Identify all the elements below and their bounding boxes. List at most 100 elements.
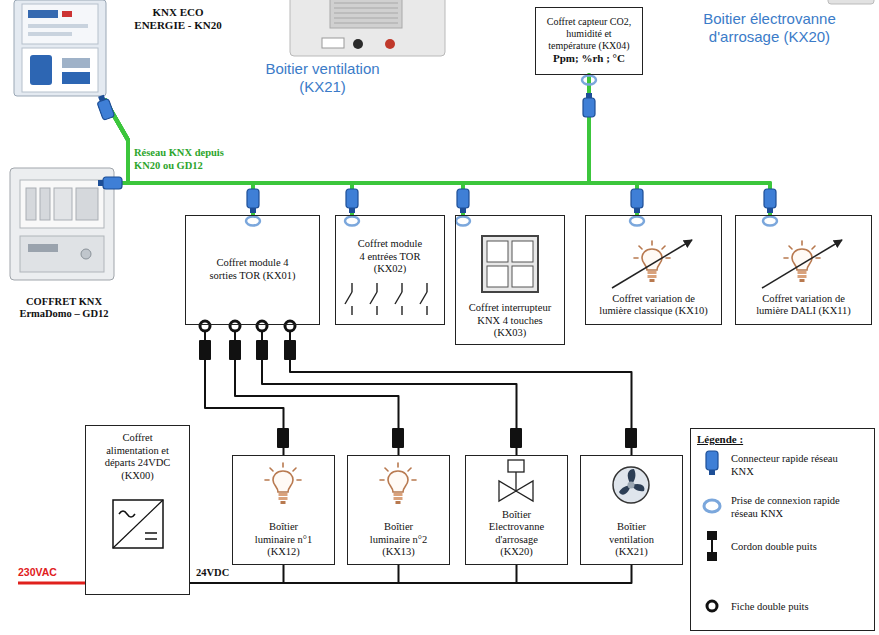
knx-bus-line <box>123 75 589 183</box>
push-button-icon <box>512 266 533 287</box>
push-button-icon <box>482 236 538 292</box>
output-plugs <box>257 321 267 331</box>
cord-connectors <box>510 428 522 448</box>
switch-symbols <box>370 292 377 304</box>
push-button-icon <box>512 241 533 262</box>
cord-connectors <box>229 340 241 360</box>
box-text: Coffret variation de lumière DALI (KX11) <box>748 293 860 318</box>
box-subtext: Ppm; %rh ; °C <box>553 52 625 65</box>
push-button-icon <box>487 241 508 262</box>
bus-connector-symbols <box>345 217 359 226</box>
knx-bus-line <box>105 100 637 215</box>
knx-bus-line <box>105 100 770 215</box>
dimmer-lamp-icon <box>784 241 820 282</box>
device-box: Boîtier luminaire n°2 (KX13) <box>347 455 450 565</box>
legend-symbols <box>711 540 713 552</box>
mains-wire <box>18 583 85 584</box>
ventilation-box-photo <box>334 13 398 14</box>
box-text: Coffret variation de lumière classique (… <box>598 293 710 318</box>
valve-symbol <box>508 460 524 472</box>
voltage-label: 230VAC <box>18 566 57 579</box>
kn20-device-photo <box>28 10 58 18</box>
knx-bus-line <box>123 183 463 215</box>
cord-connectors <box>256 340 268 360</box>
kn20-device-photo <box>14 0 115 120</box>
knx-bus-line <box>123 183 770 215</box>
knx-bus-line <box>123 183 352 215</box>
kn20-device-photo <box>95 94 114 121</box>
device-box: Boîtier luminaire n°1 (KX12) <box>232 455 335 565</box>
knx-bus-line <box>105 100 352 215</box>
legend-text: Connecteur rapide réseau KNX <box>731 453 863 478</box>
box-text: Coffret module 4 sorties TOR (KX01) <box>207 257 299 282</box>
legend-title: Légende : <box>697 433 743 446</box>
kn20-device-photo <box>22 4 98 44</box>
cord-connectors <box>284 340 296 360</box>
legend-symbols <box>707 601 717 611</box>
device-box: Boîtier Electrovanne d'arrosage (KX20) <box>465 455 568 565</box>
ventilation-box-photo <box>385 39 395 49</box>
fan-icon <box>619 469 644 495</box>
module-box: Coffret module 4 sorties TOR (KX01) <box>185 215 320 325</box>
legend-item: Connecteur rapide réseau KNX <box>731 453 863 478</box>
kn20-device-photo <box>22 48 98 92</box>
legend-symbols <box>704 500 720 512</box>
bus-connector-symbols <box>246 217 260 226</box>
ventilation-box-photo <box>322 38 344 48</box>
lamp-icon <box>380 463 416 504</box>
kn20-device-photo <box>62 72 90 84</box>
cord-connectors <box>277 428 289 448</box>
bus-connector-symbols <box>247 189 259 213</box>
legend-item: Fiche double puits <box>731 601 863 614</box>
ventilation-box-photo <box>290 0 445 56</box>
valve-box-photo <box>828 0 874 4</box>
legend-box: Connecteur rapide réseau KNX Prise de con… <box>690 428 875 631</box>
bus-connector-symbols <box>763 217 777 226</box>
bus-connector-symbols <box>630 217 644 226</box>
switch-symbols <box>376 306 377 315</box>
legend-item: Prise de connexion rapide réseau KNX <box>731 495 863 520</box>
gd12-cabinet-photo <box>28 244 58 252</box>
power-line <box>190 565 632 583</box>
kn20-device-photo <box>14 0 106 96</box>
box-text: Boîtier ventilation (KX21) <box>599 521 665 559</box>
converter-symbol <box>119 511 135 517</box>
legend-symbols <box>706 451 718 475</box>
box-text: Coffret interrupteur KNX 4 touches (KX03… <box>464 302 556 340</box>
bus-connector-symbols <box>582 76 596 85</box>
module-box: Coffret interrupteur KNX 4 touches (KX03… <box>455 215 565 345</box>
output-plugs <box>230 321 240 331</box>
knx-bus-line <box>123 183 637 215</box>
output-plugs <box>200 321 210 331</box>
knx-bus-line <box>105 100 463 215</box>
legend-symbols <box>704 451 720 611</box>
box-text: Boîtier luminaire n°2 (KX13) <box>366 521 432 559</box>
legend-text: Cordon double puits <box>731 541 863 554</box>
bus-connector-symbols <box>246 76 777 226</box>
converter-symbol <box>145 532 157 534</box>
switch-symbols <box>345 292 352 304</box>
module-box: Coffret variation de lumière classique (… <box>585 215 722 325</box>
device-kn20: KNX ECO ENERGIE - KN20 <box>8 0 240 100</box>
dimmer-lamp-icon <box>612 240 842 288</box>
box-text: COFFRET KNX ErmaDomo – GD12 <box>11 296 117 321</box>
gd12-cabinet-photo <box>81 249 91 259</box>
kn20-device-photo <box>28 32 72 36</box>
knx-bus-line <box>105 75 589 183</box>
sensor-box: Coffret capteur CO2, humidité et tempéra… <box>535 7 643 75</box>
legend-symbols <box>707 552 717 561</box>
fan-icon <box>628 482 635 489</box>
dimmer-lamp-icon <box>634 241 670 282</box>
double-well-cord <box>205 325 284 455</box>
knx-bus-line <box>123 183 253 215</box>
ventilation-box-photo <box>290 0 445 56</box>
gd12-cabinet-photo <box>20 236 104 272</box>
device-gd12: COFFRET KNX ErmaDomo – GD12 <box>5 162 123 325</box>
valve-symbol <box>515 472 516 491</box>
power-line <box>190 565 517 583</box>
kn20-device-photo <box>62 11 72 17</box>
device-box: Boîtier ventilation (KX21) <box>580 455 683 565</box>
kn20-device-photo <box>30 55 52 85</box>
